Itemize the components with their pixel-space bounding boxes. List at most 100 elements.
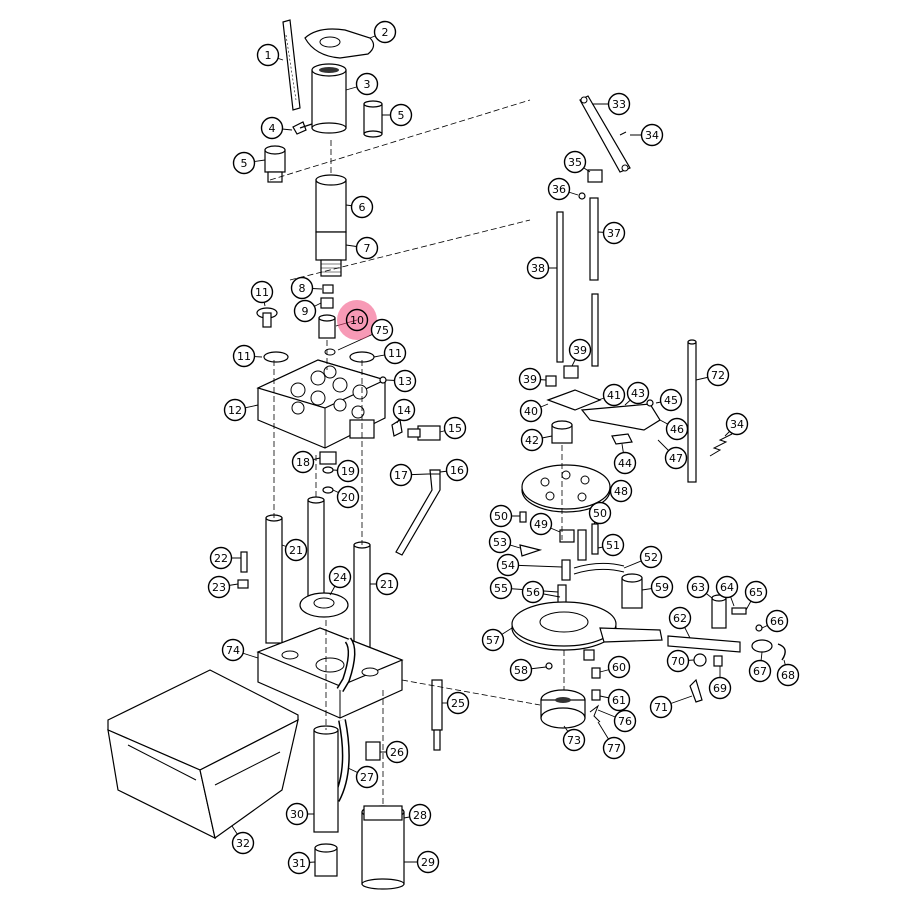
callout-40[interactable]: 40 xyxy=(519,399,543,423)
callout-72[interactable]: 72 xyxy=(706,363,730,387)
callout-64[interactable]: 64 xyxy=(715,575,739,599)
callout-48[interactable]: 48 xyxy=(609,479,633,503)
callout-5[interactable]: 5 xyxy=(232,151,256,175)
callout-70[interactable]: 70 xyxy=(666,649,690,673)
callout-number: 6 xyxy=(359,201,366,214)
callout-71[interactable]: 71 xyxy=(649,695,673,719)
callout-8[interactable]: 8 xyxy=(290,276,314,300)
callout-63[interactable]: 63 xyxy=(686,575,710,599)
callout-52[interactable]: 52 xyxy=(639,545,663,569)
callout-15[interactable]: 15 xyxy=(443,416,467,440)
callout-26[interactable]: 26 xyxy=(385,740,409,764)
callout-44[interactable]: 44 xyxy=(613,451,637,475)
callout-22[interactable]: 22 xyxy=(209,546,233,570)
callout-7[interactable]: 7 xyxy=(355,236,379,260)
callout-66[interactable]: 66 xyxy=(765,609,789,633)
callout-58[interactable]: 58 xyxy=(509,658,533,682)
callout-68[interactable]: 68 xyxy=(776,663,800,687)
callout-21[interactable]: 21 xyxy=(284,538,308,562)
callout-circle xyxy=(776,663,800,687)
callout-28[interactable]: 28 xyxy=(408,803,432,827)
callout-73[interactable]: 73 xyxy=(562,728,586,752)
callout-51[interactable]: 51 xyxy=(601,533,625,557)
callout-number: 39 xyxy=(573,344,587,357)
callout-11[interactable]: 11 xyxy=(250,280,274,304)
callout-75[interactable]: 75 xyxy=(370,318,394,342)
callout-17[interactable]: 17 xyxy=(389,463,413,487)
callout-61[interactable]: 61 xyxy=(607,688,631,712)
callout-39[interactable]: 39 xyxy=(518,367,542,391)
callout-56[interactable]: 56 xyxy=(521,580,545,604)
callout-77[interactable]: 77 xyxy=(602,736,626,760)
callout-11[interactable]: 11 xyxy=(383,341,407,365)
callout-21[interactable]: 21 xyxy=(375,572,399,596)
callout-20[interactable]: 20 xyxy=(336,485,360,509)
callout-number: 74 xyxy=(226,644,240,657)
callout-74[interactable]: 74 xyxy=(221,638,245,662)
callout-1[interactable]: 1 xyxy=(256,43,280,67)
callout-54[interactable]: 54 xyxy=(496,553,520,577)
callout-25[interactable]: 25 xyxy=(446,691,470,715)
callout-69[interactable]: 69 xyxy=(708,676,732,700)
callout-9[interactable]: 9 xyxy=(293,299,317,323)
callout-34[interactable]: 34 xyxy=(640,123,664,147)
callout-34[interactable]: 34 xyxy=(725,412,749,436)
callout-76[interactable]: 76 xyxy=(613,709,637,733)
callout-50[interactable]: 50 xyxy=(588,501,612,525)
callout-2[interactable]: 2 xyxy=(373,20,397,44)
callout-29[interactable]: 29 xyxy=(416,850,440,874)
callout-23[interactable]: 23 xyxy=(207,575,231,599)
callout-67[interactable]: 67 xyxy=(748,659,772,683)
callout-16[interactable]: 16 xyxy=(445,458,469,482)
callout-39[interactable]: 39 xyxy=(568,338,592,362)
callout-number: 41 xyxy=(607,389,621,402)
callout-53[interactable]: 53 xyxy=(488,530,512,554)
callout-38[interactable]: 38 xyxy=(526,256,550,280)
callout-number: 28 xyxy=(413,809,427,822)
callout-12[interactable]: 12 xyxy=(223,398,247,422)
callout-14[interactable]: 14 xyxy=(392,398,416,422)
callout-6[interactable]: 6 xyxy=(350,195,374,219)
callout-35[interactable]: 35 xyxy=(563,150,587,174)
callout-60[interactable]: 60 xyxy=(607,655,631,679)
callout-59[interactable]: 59 xyxy=(650,575,674,599)
callout-24[interactable]: 24 xyxy=(328,565,352,589)
callout-43[interactable]: 43 xyxy=(626,381,650,405)
callout-circle xyxy=(601,533,625,557)
callout-62[interactable]: 62 xyxy=(668,606,692,630)
callout-3[interactable]: 3 xyxy=(355,72,379,96)
callout-55[interactable]: 55 xyxy=(489,576,513,600)
callout-circle xyxy=(250,280,274,304)
callout-19[interactable]: 19 xyxy=(336,459,360,483)
callout-50[interactable]: 50 xyxy=(489,504,513,528)
callout-36[interactable]: 36 xyxy=(547,177,571,201)
callout-circle xyxy=(664,446,688,470)
callout-18[interactable]: 18 xyxy=(291,450,315,474)
callout-32[interactable]: 32 xyxy=(231,831,255,855)
callout-31[interactable]: 31 xyxy=(287,851,311,875)
callout-13[interactable]: 13 xyxy=(393,369,417,393)
callout-circle xyxy=(609,479,633,503)
callout-10[interactable]: 10 xyxy=(337,300,377,340)
callout-45[interactable]: 45 xyxy=(659,388,683,412)
callout-circle xyxy=(666,649,690,673)
callout-circle xyxy=(385,740,409,764)
callout-number: 38 xyxy=(531,262,545,275)
callout-41[interactable]: 41 xyxy=(602,383,626,407)
callout-4[interactable]: 4 xyxy=(260,116,284,140)
callout-circle xyxy=(649,695,673,719)
callout-49[interactable]: 49 xyxy=(529,512,553,536)
callout-number: 60 xyxy=(612,661,626,674)
callout-42[interactable]: 42 xyxy=(520,428,544,452)
callout-30[interactable]: 30 xyxy=(285,802,309,826)
callout-57[interactable]: 57 xyxy=(481,628,505,652)
callout-5[interactable]: 5 xyxy=(389,103,413,127)
part-5-die xyxy=(264,145,286,183)
callout-27[interactable]: 27 xyxy=(355,765,379,789)
callout-11[interactable]: 11 xyxy=(232,344,256,368)
callout-65[interactable]: 65 xyxy=(744,580,768,604)
callout-47[interactable]: 47 xyxy=(664,446,688,470)
callout-33[interactable]: 33 xyxy=(607,92,631,116)
callout-37[interactable]: 37 xyxy=(602,221,626,245)
callout-46[interactable]: 46 xyxy=(665,417,689,441)
